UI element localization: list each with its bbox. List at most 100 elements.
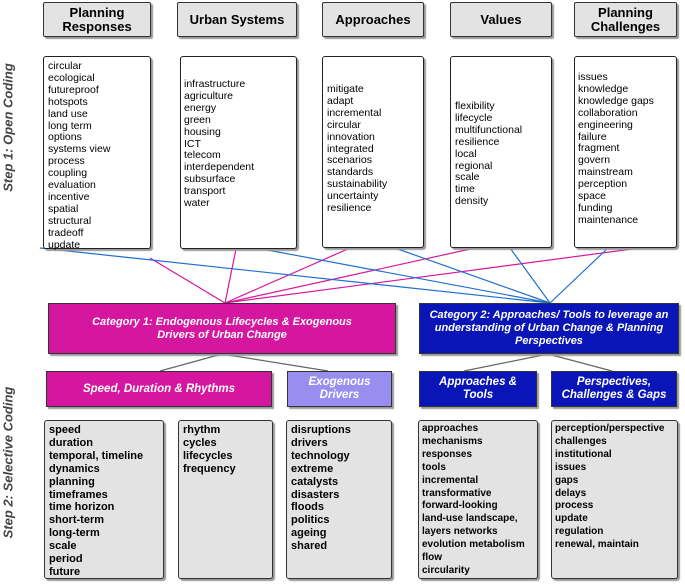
list-item: rhythm [183,424,221,436]
list-item: evolution metabolism [422,539,525,551]
list-item: adapt [327,94,354,107]
list-item: time horizon [49,501,115,514]
link-responses-cat1 [149,257,226,304]
list-item: technology [291,449,350,462]
list-urban-systems: infrastructure agriculture energy green … [180,56,297,249]
list-item: layers networks [422,526,498,538]
list-item: resilience [455,135,500,148]
list-item: politics [291,514,330,527]
list-item: timeframes [49,488,108,501]
list-item: engineering [578,118,633,131]
list-item: speed [49,424,81,436]
link-challenges-cat1 [224,247,641,304]
list-item: water [184,197,210,210]
list-item: approaches [422,423,479,434]
list-item: process [555,500,594,512]
list-item: disruptions [291,424,351,436]
category-1-box: Category 1: Endogenous Lifecycles & Exog… [48,303,396,354]
list-item: resilience [327,202,372,215]
list-item: time [455,183,475,196]
link-values-cat1 [224,247,476,304]
list-item: update [555,513,588,525]
list-item: ICT [184,137,201,150]
list-values: flexibility lifecycle multifunctional re… [450,56,552,248]
list-item: issues [555,461,587,473]
list-item: land-use landscape, [422,513,518,525]
list-item: green [184,113,211,126]
list-perspectives-challenges: perception/perspective challenges instit… [551,420,678,579]
list-item: energy [184,101,217,114]
list-item: catalysts [291,475,339,488]
list-item: perception/perspective [555,423,665,434]
step1-label: Step 1: Open Coding [0,63,16,192]
list-item: ageing [291,527,327,540]
list-approaches: mitigate adapt incremental circular inno… [322,56,424,248]
list-item: space [578,190,607,203]
list-item: maintenance [578,213,639,226]
list-item: cycles [183,436,217,449]
subcategory-perspectives: Perspectives, Challenges & Gaps [551,371,677,407]
link-urban-cat2 [261,248,551,304]
list-item: frequency [183,462,236,475]
list-item: systems view [48,143,111,156]
subcategory-approaches: Approaches & Tools [419,371,537,407]
list-item: options [48,131,82,144]
list-item: drivers [291,436,328,449]
list-item: responses [422,448,473,460]
category-2-box: Category 2: Approaches/ Tools to leverag… [419,303,679,354]
list-item: circularity [422,564,470,576]
list-item: transport [184,185,226,198]
list-item: failure [578,130,607,143]
list-planning-challenges: issues knowledge knowledge gaps collabor… [574,56,677,248]
link-values-cat2 [509,247,551,304]
list-rhythms: rhythm cycles lifecycles frequency [178,420,273,579]
list-item: funding [578,201,613,214]
list-item: innovation [327,130,375,143]
subcategory-exogenous: Exogenous Drivers [287,371,392,407]
list-item: incremental [327,106,382,119]
list-item: update [48,238,81,251]
list-item: spatial [48,202,79,215]
header-urban-systems: Urban Systems [177,2,297,37]
list-item: floods [291,501,324,514]
list-item: dynamics [49,462,100,475]
list-item: agriculture [184,89,234,102]
list-item: process [48,155,85,168]
list-item: ecological [48,71,95,84]
list-item: regulation [555,526,604,538]
list-item: gaps [555,474,579,486]
list-approaches-tools: approaches mechanisms responses tools in… [418,420,538,579]
header-values: Values [450,2,552,37]
list-item: collaboration [578,106,638,119]
header-planning-responses: Planning Responses [43,2,151,37]
list-item: evaluation [48,179,96,192]
list-speed-duration: speed duration temporal, timeline dynami… [44,420,164,579]
list-item: challenges [555,435,607,447]
list-item: issues [578,71,608,83]
list-item: temporal, timeline [49,449,144,462]
link-cat2-perspectives [547,353,613,372]
list-item: flow [422,552,442,564]
link-responses-cat2 [39,247,551,304]
list-item: perception [578,178,628,191]
link-cat2-approaches [463,353,549,372]
list-item: institutional [555,448,612,460]
link-cat1-speed [159,353,223,372]
link-approaches-cat2 [394,247,551,304]
list-item: lifecycle [455,111,493,124]
list-item: multifunctional [455,123,523,136]
link-urban-cat1 [224,248,237,304]
list-item: planning [49,475,95,488]
list-item: mitigate [327,83,364,95]
list-item: fragment [578,142,620,155]
list-item: futureproof [48,83,99,96]
list-item: incentive [48,190,90,203]
list-item: short-term [49,514,105,527]
list-item: scale [455,171,480,184]
list-item: future [49,565,81,578]
list-item: renewal, maintain [555,539,639,551]
list-item: tools [422,461,446,473]
list-item: standards [327,166,374,179]
list-item: telecom [184,149,221,162]
